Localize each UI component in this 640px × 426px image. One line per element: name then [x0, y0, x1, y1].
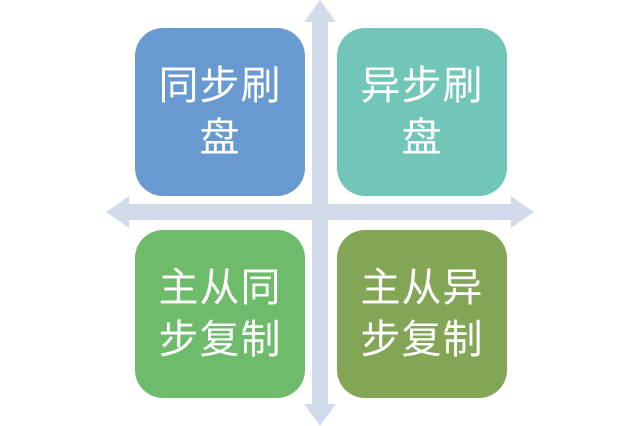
quadrant-bottom-left: 主从同步复制: [135, 230, 305, 398]
quadrant-bottom-right: 主从异步复制: [337, 230, 507, 398]
down-arrow-icon: [304, 404, 336, 426]
quadrant-top-left: 同步刷盘: [135, 28, 305, 196]
right-arrow-icon: [511, 196, 534, 228]
quadrant-top-right: 异步刷盘: [337, 28, 507, 196]
up-arrow-icon: [304, 0, 336, 22]
quadrant-top-left-label: 同步刷盘: [158, 63, 282, 161]
quadrant-bottom-right-label: 主从异步复制: [360, 265, 484, 363]
horizontal-axis-shaft: [128, 204, 512, 220]
quadrant-top-right-label: 异步刷盘: [360, 63, 484, 161]
left-arrow-icon: [106, 196, 129, 228]
quadrant-bottom-left-label: 主从同步复制: [158, 265, 282, 363]
